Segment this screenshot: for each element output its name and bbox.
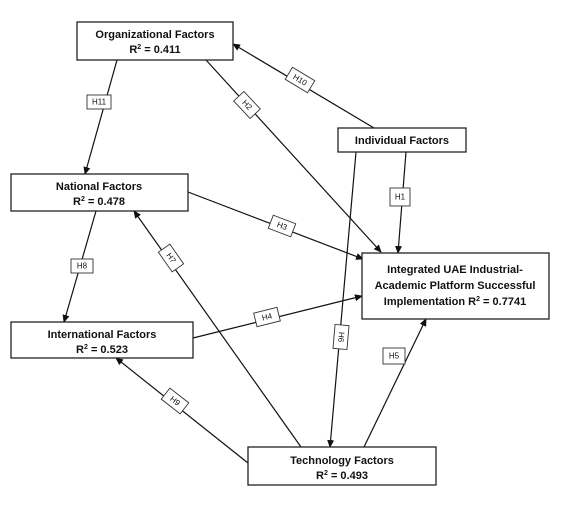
label-h7: H7 [157, 243, 185, 273]
label-h11-text: H11 [92, 98, 107, 107]
organizational-title: Organizational Factors [95, 29, 214, 41]
national-r2: R2 = 0.478 [73, 196, 125, 208]
label-h3-text: H3 [276, 220, 289, 232]
label-h2: H2 [233, 90, 261, 120]
label-h11: H11 [86, 94, 112, 110]
label-h4-text: H4 [261, 311, 274, 322]
label-h6-text: H6 [336, 332, 346, 344]
label-h1: H1 [389, 187, 411, 207]
technology-title: Technology Factors [290, 455, 394, 467]
edge-h5 [363, 318, 427, 448]
label-h8: H8 [70, 258, 94, 274]
label-h3: H3 [267, 214, 297, 238]
node-national-factors: National Factors R2 = 0.478 [10, 173, 189, 212]
edge-h6 [327, 151, 357, 448]
edge-h11 [83, 59, 118, 175]
label-h5-text: H5 [389, 352, 400, 361]
node-international-factors: International Factors R2 = 0.523 [10, 321, 194, 359]
organizational-r2: R2 = 0.411 [129, 44, 180, 56]
national-title: National Factors [56, 181, 142, 193]
edge-h2 [205, 59, 382, 253]
technology-r2: R2 = 0.493 [316, 470, 368, 482]
label-h9: H9 [160, 387, 190, 415]
label-h5: H5 [382, 347, 406, 365]
international-title: International Factors [48, 329, 157, 341]
individual-title: Individual Factors [355, 135, 449, 147]
integrated-title-line2: Academic Platform Successful [375, 280, 536, 292]
node-integrated-uae-platform: Integrated UAE Industrial- Academic Plat… [361, 252, 550, 320]
integrated-title-line3: Implementation R2 = 0.7741 [384, 296, 526, 308]
node-individual-factors: Individual Factors [337, 127, 467, 153]
label-h6: H6 [332, 323, 350, 351]
edge-labels: H11 H2 H10 H1 H3 H8 H7 H4 [70, 66, 411, 415]
label-h1-text: H1 [395, 193, 406, 202]
international-r2: R2 = 0.523 [76, 344, 128, 356]
label-h8-text: H8 [77, 262, 88, 271]
node-organizational-factors: Organizational Factors R2 = 0.411 [76, 21, 234, 61]
label-h10: H10 [284, 66, 316, 94]
label-h4: H4 [253, 306, 281, 328]
integrated-title-line1: Integrated UAE Industrial- [387, 264, 523, 276]
node-technology-factors: Technology Factors R2 = 0.493 [247, 446, 437, 486]
